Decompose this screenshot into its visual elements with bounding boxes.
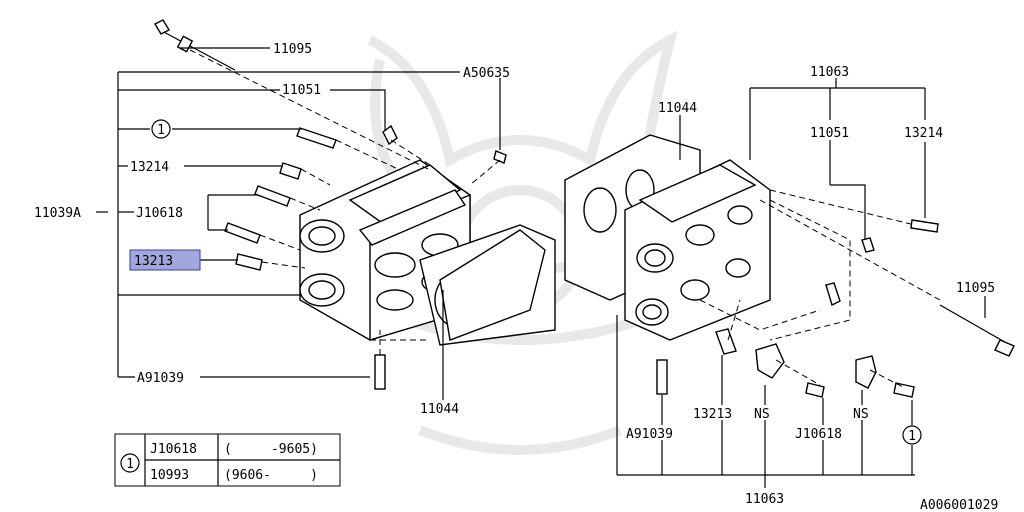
label-11044-right: 11044 (658, 101, 697, 116)
label-j10618-right: J10618 (795, 427, 842, 442)
label-13214-left: 13214 (130, 160, 169, 175)
left-gasket (439, 229, 546, 341)
right-cylinder-head (564, 134, 941, 341)
diagram-code: A006001029 (920, 498, 998, 512)
right-leader-lines (616, 78, 986, 488)
legend-row1-range: ( -9605) (224, 442, 318, 457)
legend-circle-text: 1 (126, 457, 134, 472)
highlighted-callout-13213[interactable] (129, 249, 201, 271)
right-labels: 11063 11044 11051 13214 11095 A91039 132… (626, 65, 998, 512)
circle-marker-left: 1 (151, 119, 171, 139)
label-11039a: 11039A (34, 206, 81, 221)
circle-marker-left-text: 1 (157, 123, 165, 138)
circle-marker-right: 1 (902, 425, 922, 445)
label-11051-right: 11051 (810, 126, 849, 141)
legend-row2-range: (9606- ) (224, 468, 318, 483)
circle-marker-right-text: 1 (908, 429, 916, 444)
label-11063-bottom: 11063 (745, 492, 784, 507)
label-13213-right: 13213 (693, 407, 732, 422)
left-leader-lines (96, 47, 501, 400)
label-ns-1: NS (754, 407, 770, 422)
label-11044-left: 11044 (420, 402, 459, 417)
legend-table: 1 J10618 ( -9605) 10993 (9606- ) (114, 433, 341, 487)
label-11063-top: 11063 (810, 65, 849, 80)
label-13213-left: 13213 (134, 254, 173, 269)
left-labels: 11095 A50635 11051 13214 11039A J10618 1… (34, 42, 510, 417)
label-11051-left: 11051 (282, 83, 321, 98)
label-11095-right: 11095 (956, 281, 995, 296)
label-a50635: A50635 (463, 66, 510, 81)
label-13214-right: 13214 (904, 126, 943, 141)
label-ns-2: NS (853, 407, 869, 422)
label-a91039-left: A91039 (137, 371, 184, 386)
right-hardware (656, 219, 1015, 398)
label-a91039-right: A91039 (626, 427, 673, 442)
label-j10618-left: J10618 (136, 206, 183, 221)
legend-row1-part: J10618 (150, 442, 197, 457)
legend-row2-part: 10993 (150, 468, 189, 483)
label-11095-top: 11095 (273, 42, 312, 57)
